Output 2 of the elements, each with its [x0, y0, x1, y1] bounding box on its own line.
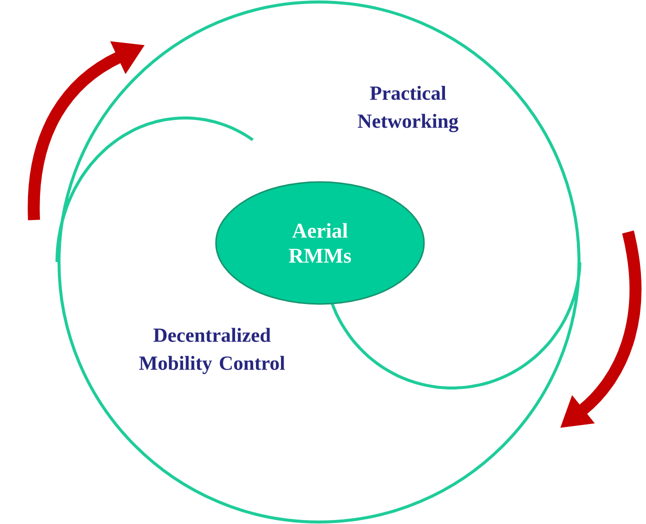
region-label: Decentralized Mobility Control — [139, 328, 285, 374]
region-label: Practical Networking — [358, 86, 458, 132]
